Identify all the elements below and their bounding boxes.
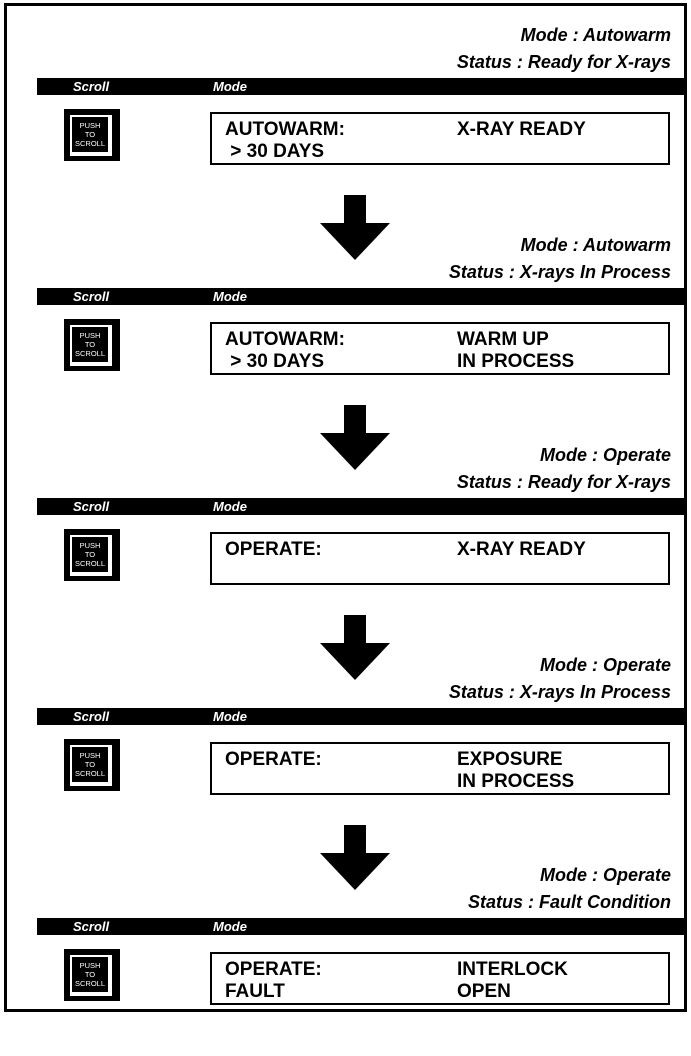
header-scroll-label: Scroll	[73, 79, 110, 94]
header-bar: Scroll Mode	[37, 288, 684, 305]
mode-caption: Mode : Operate	[539, 445, 671, 465]
lcd-line1-left: AUTOWARM:	[225, 329, 345, 350]
state-panel-autowarm-in-process: Mode : Autowarm Status : X-rays In Proce…	[7, 216, 684, 426]
lcd-line1-left: AUTOWARM:	[225, 119, 345, 140]
lcd-line1-right: INTERLOCK	[457, 959, 568, 980]
mode-caption: Mode : Autowarm	[520, 25, 671, 45]
header-bar: Scroll Mode	[37, 918, 684, 935]
down-arrow-icon	[320, 615, 390, 680]
down-arrow-icon	[320, 405, 390, 470]
down-arrow-icon	[320, 195, 390, 260]
header-mode-label: Mode	[213, 919, 247, 934]
header-scroll-label: Scroll	[73, 289, 110, 304]
lcd-line2-left: > 30 DAYS	[225, 141, 325, 162]
lcd-line2-right: IN PROCESS	[457, 351, 575, 372]
lcd-display: OPERATE: FAULT INTERLOCK OPEN	[210, 952, 670, 1005]
header-bar: Scroll Mode	[37, 78, 684, 95]
lcd-line1-right: X-RAY READY	[457, 119, 586, 140]
lcd-line1-left: OPERATE:	[225, 539, 322, 560]
header-mode-label: Mode	[213, 499, 247, 514]
status-caption: Status : Ready for X-rays	[456, 52, 671, 72]
down-arrow-icon	[320, 825, 390, 890]
lcd-line2-right: OPEN	[457, 981, 511, 1002]
status-caption: Status : Ready for X-rays	[456, 472, 671, 492]
header-scroll-label: Scroll	[73, 709, 110, 724]
status-caption: Status : X-rays In Process	[448, 262, 671, 282]
header-mode-label: Mode	[213, 709, 247, 724]
lcd-line1-right: WARM UP	[457, 329, 549, 350]
lcd-line2-left: > 30 DAYS	[225, 351, 325, 372]
lcd-display: OPERATE: EXPOSURE IN PROCESS	[210, 742, 670, 795]
lcd-line1-left: OPERATE:	[225, 959, 322, 980]
state-panel-autowarm-ready: Mode : Autowarm Status : Ready for X-ray…	[7, 6, 684, 216]
state-panel-operate-ready: Mode : Operate Status : Ready for X-rays…	[7, 426, 684, 636]
status-caption: Status : X-rays In Process	[448, 682, 671, 702]
lcd-line1-right: X-RAY READY	[457, 539, 586, 560]
header-mode-label: Mode	[213, 289, 247, 304]
lcd-display: AUTOWARM: > 30 DAYS WARM UP IN PROCESS	[210, 322, 670, 375]
lcd-line2-right: IN PROCESS	[457, 771, 575, 792]
mode-caption: Mode : Operate	[539, 655, 671, 675]
state-panel-operate-fault: Mode : Operate Status : Fault Condition …	[7, 846, 684, 1056]
header-bar: Scroll Mode	[37, 498, 684, 515]
lcd-display: OPERATE: X-RAY READY	[210, 532, 670, 585]
diagram-frame: Mode : Autowarm Status : Ready for X-ray…	[4, 3, 687, 1012]
mode-caption: Mode : Operate	[539, 865, 671, 885]
header-mode-label: Mode	[213, 79, 247, 94]
header-scroll-label: Scroll	[73, 499, 110, 514]
mode-caption: Mode : Autowarm	[520, 235, 671, 255]
lcd-line2-left: FAULT	[225, 981, 285, 1002]
state-panel-operate-in-process: Mode : Operate Status : X-rays In Proces…	[7, 636, 684, 846]
lcd-line1-left: OPERATE:	[225, 749, 322, 770]
lcd-display: AUTOWARM: > 30 DAYS X-RAY READY	[210, 112, 670, 165]
status-caption: Status : Fault Condition	[468, 892, 671, 912]
header-scroll-label: Scroll	[73, 919, 110, 934]
header-bar: Scroll Mode	[37, 708, 684, 725]
lcd-line1-right: EXPOSURE	[457, 749, 563, 770]
